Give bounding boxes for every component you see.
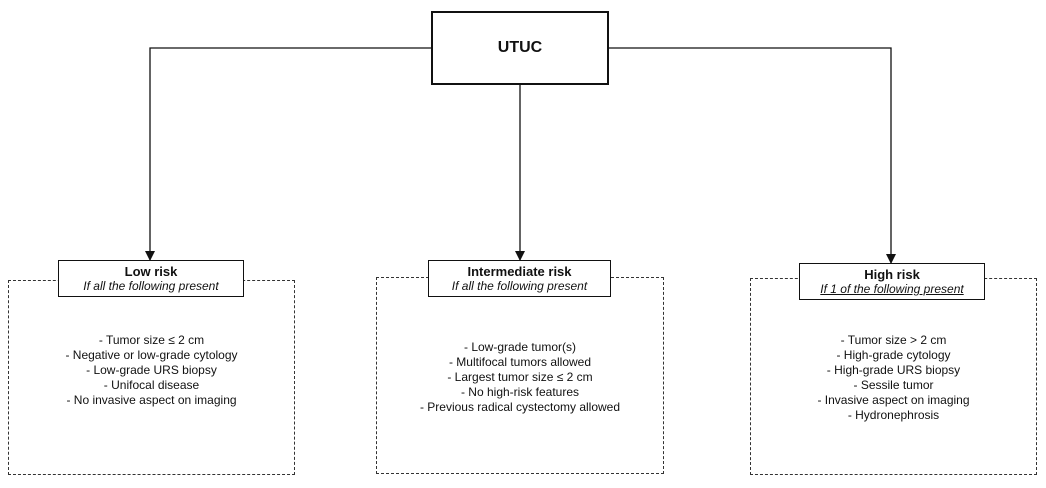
criteria-item: - Low-grade tumor(s) bbox=[463, 340, 577, 354]
criteria-item: - Low-grade URS biopsy bbox=[86, 363, 217, 377]
root-node: UTUC bbox=[431, 11, 609, 85]
criteria-item: - Tumor size ≤ 2 cm bbox=[98, 333, 205, 347]
criteria-item: - Tumor size > 2 cm bbox=[840, 333, 947, 347]
criteria-item: - Negative or low-grade cytology bbox=[65, 348, 238, 362]
root-label: UTUC bbox=[497, 39, 543, 56]
low-risk-header: Low risk If all the following present bbox=[58, 260, 244, 297]
criteria-item: - Sessile tumor bbox=[853, 378, 934, 392]
high-risk-subtitle: If 1 of the following present bbox=[820, 282, 964, 296]
intermediate-risk-criteria-list: - Low-grade tumor(s) - Multifocal tumors… bbox=[376, 340, 664, 415]
high-risk-panel bbox=[750, 278, 1037, 475]
criteria-item: - Hydronephrosis bbox=[847, 408, 940, 422]
high-risk-title: High risk bbox=[864, 267, 920, 282]
low-risk-subtitle: If all the following present bbox=[83, 279, 219, 293]
connector-to-low-risk bbox=[145, 47, 431, 261]
criteria-item: - Unifocal disease bbox=[103, 378, 200, 392]
criteria-item: - No invasive aspect on imaging bbox=[66, 393, 237, 407]
intermediate-risk-panel bbox=[376, 277, 664, 474]
criteria-item: - High-grade cytology bbox=[836, 348, 951, 362]
intermediate-risk-title: Intermediate risk bbox=[467, 264, 572, 279]
intermediate-risk-subtitle: If all the following present bbox=[451, 279, 588, 293]
high-risk-criteria-list: - Tumor size > 2 cm - High-grade cytolog… bbox=[750, 333, 1037, 423]
intermediate-risk-header: Intermediate risk If all the following p… bbox=[428, 260, 611, 297]
criteria-item: - Invasive aspect on imaging bbox=[817, 393, 970, 407]
criteria-item: - No high-risk features bbox=[460, 385, 580, 399]
connector-to-high-risk bbox=[609, 47, 896, 264]
criteria-item: - Multifocal tumors allowed bbox=[448, 355, 592, 369]
criteria-item: - High-grade URS biopsy bbox=[826, 363, 961, 377]
low-risk-panel bbox=[8, 280, 295, 475]
low-risk-criteria-list: - Tumor size ≤ 2 cm - Negative or low-gr… bbox=[8, 333, 295, 408]
low-risk-title: Low risk bbox=[124, 264, 178, 279]
criteria-item: - Largest tumor size ≤ 2 cm bbox=[447, 370, 593, 384]
high-risk-header: High risk If 1 of the following present bbox=[799, 263, 985, 300]
criteria-item: - Previous radical cystectomy allowed bbox=[419, 400, 621, 414]
